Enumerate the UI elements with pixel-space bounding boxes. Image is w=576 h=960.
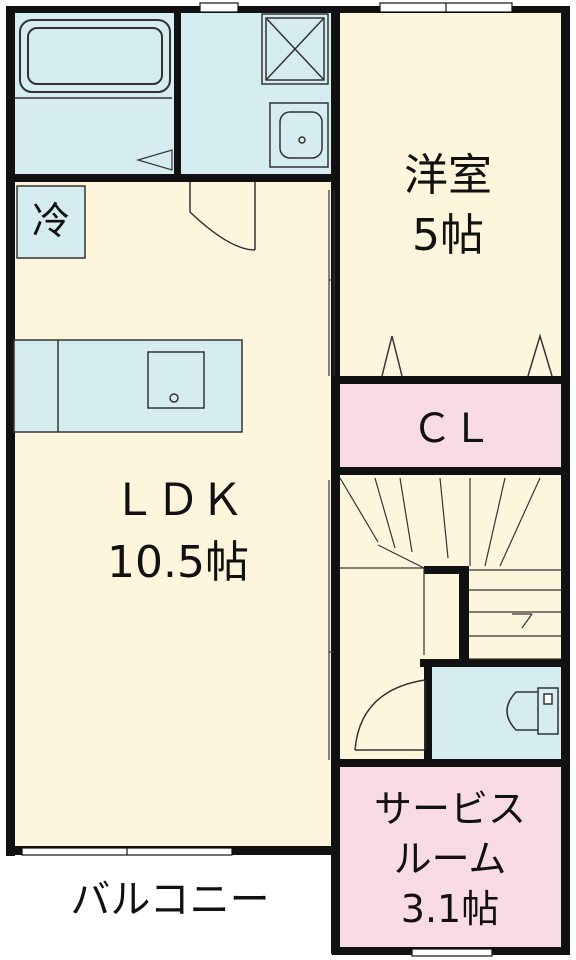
- refrigerator-label: 冷: [32, 199, 70, 243]
- washer-pan-icon: [261, 13, 329, 85]
- bathtub-icon: [19, 19, 171, 93]
- service-room-size: 3.1帖: [401, 887, 499, 931]
- balcony-label: バルコニー: [70, 877, 269, 923]
- service-room-line2: ルーム: [394, 837, 507, 881]
- kitchen-counter: [13, 339, 243, 433]
- refrigerator-box: [16, 185, 86, 259]
- stairs-icon: [339, 477, 561, 660]
- sliding-partition: [328, 190, 335, 760]
- service-room-floor: [339, 767, 561, 948]
- ldk-name: ＬＤＫ: [112, 475, 244, 526]
- door-swing-icon: [189, 182, 426, 751]
- toilet-floor: [432, 667, 561, 759]
- balcony-floor: [14, 855, 332, 948]
- closet-floor: [339, 384, 561, 468]
- ldk-floor: [14, 182, 332, 849]
- closet-door-icon: [381, 333, 553, 377]
- western-room-size: 5帖: [412, 210, 484, 261]
- western-room-floor: [339, 12, 561, 377]
- western-room-name: 洋室: [404, 150, 492, 201]
- sink-icon: [147, 351, 205, 409]
- washroom-floor: [180, 12, 332, 176]
- toilet-icon: [506, 687, 559, 735]
- washbasin-icon: [269, 102, 329, 168]
- closet-label: ＣＬ: [412, 406, 492, 452]
- service-room-line1: サービス: [374, 787, 526, 831]
- ldk-size: 10.5帖: [107, 537, 249, 588]
- bathroom-floor: [14, 12, 180, 176]
- window-icon: [21, 2, 513, 957]
